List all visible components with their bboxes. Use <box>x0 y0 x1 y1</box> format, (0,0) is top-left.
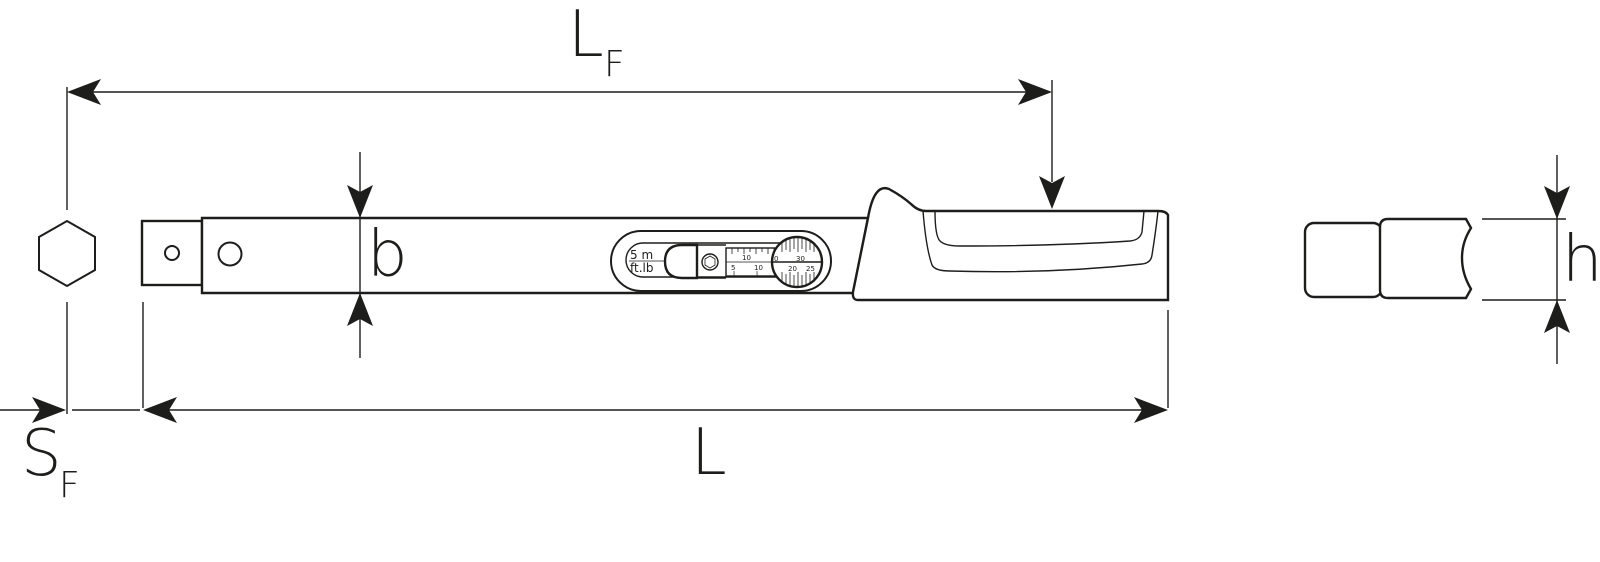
lower-mark-2: I <box>756 270 758 278</box>
arrow-left-icon <box>143 397 177 423</box>
square-drive-head <box>140 219 204 287</box>
arrow-down-icon <box>347 185 373 218</box>
arrow-up-icon <box>1544 300 1570 333</box>
effective-length-subscript: F <box>604 44 625 85</box>
side-view-head <box>1303 221 1384 299</box>
width-label: b <box>367 218 408 292</box>
overall-length-dimension: L <box>142 302 1169 490</box>
wrench-handle <box>851 186 1170 302</box>
arrow-left-icon <box>67 79 101 105</box>
wrench-side-view <box>1303 217 1473 300</box>
scale-window-outer <box>610 230 832 292</box>
arrow-right-icon <box>32 397 66 423</box>
dial-tick-0: 0 <box>774 255 778 263</box>
drive-size-dimension: S F <box>0 302 140 506</box>
height-label: h <box>1562 223 1600 297</box>
handle-grip-outer <box>922 210 1159 273</box>
dial-tick-20: 20 <box>788 265 797 273</box>
effective-length-label: L <box>568 0 604 72</box>
lower-mark-1: I <box>733 270 735 278</box>
dial-tick-30: 30 <box>796 255 805 263</box>
dial-tick-25: 25 <box>806 265 815 273</box>
hex-drive-icon <box>38 219 96 288</box>
main-scale-tick-10: 10 <box>742 254 751 262</box>
wrench-body <box>140 186 1170 302</box>
effective-length-dimension: L F <box>66 0 1065 210</box>
arrow-down-icon <box>1039 176 1065 209</box>
arrow-up-icon <box>347 293 373 326</box>
drive-size-subscript: F <box>59 465 80 506</box>
overall-length-label: L <box>691 416 727 490</box>
side-view-tube <box>1378 217 1473 300</box>
lower-scale-tick-10: 10 <box>754 264 763 272</box>
tube-hole-icon <box>217 241 243 267</box>
unit-metric-label: 5 m <box>630 248 653 262</box>
drive-size-label: S <box>21 417 62 491</box>
lower-scale-tick-5: 5 <box>731 264 735 272</box>
dial-ticks <box>781 238 815 286</box>
scale-window: 5 m ft.lb 10 5 10 15 I <box>610 230 832 292</box>
handle-grip-inner <box>934 210 1145 247</box>
wrench-tube <box>200 216 870 295</box>
lock-screw-icon <box>701 253 719 271</box>
drive-pin-icon <box>164 245 180 261</box>
unit-imperial-label: ft.lb <box>630 261 653 275</box>
arrow-down-icon <box>1544 186 1570 219</box>
arrow-right-icon <box>1018 79 1052 105</box>
height-dimension: h <box>1482 155 1600 364</box>
slider-knob <box>663 243 699 280</box>
arrow-right-icon <box>1134 397 1168 423</box>
width-dimension: b <box>347 152 408 358</box>
